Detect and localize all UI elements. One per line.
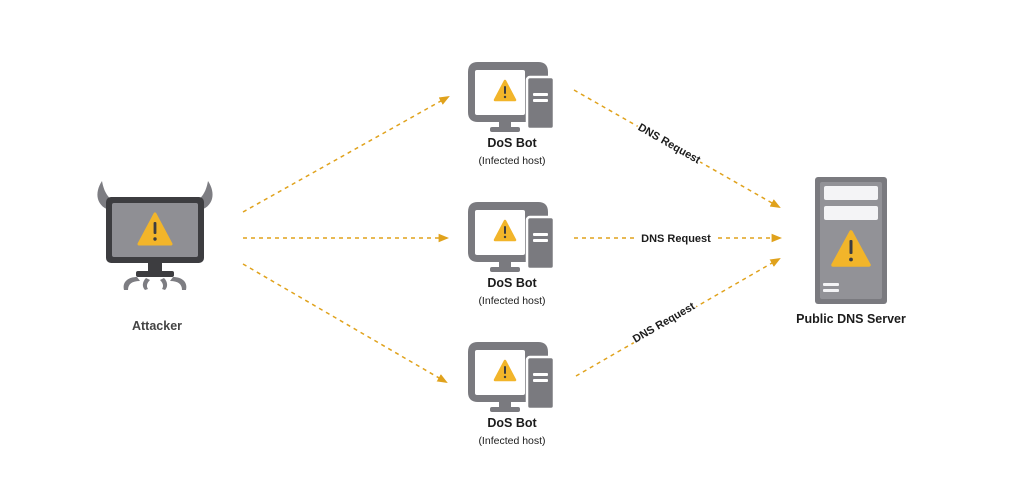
- arrow-attacker-to-bot-1: [242, 95, 450, 213]
- svg-text:DNS Request: DNS Request: [636, 122, 703, 167]
- bot-node-2: DoS Bot (Infected host): [468, 202, 556, 307]
- bot-title: DoS Bot: [487, 136, 537, 150]
- horned-monitor-warning-icon: [97, 181, 213, 290]
- bot-node-3: DoS Bot (Infected host): [468, 342, 556, 447]
- arrow-attacker-to-bot-3: [242, 263, 448, 384]
- request-label-3: DNS Request: [628, 297, 699, 348]
- warning-triangle-icon: [137, 212, 173, 246]
- warning-triangle-icon: [831, 230, 871, 267]
- svg-text:DNS Request: DNS Request: [641, 233, 711, 245]
- warning-triangle-icon: [493, 79, 517, 102]
- warning-triangle-icon: [493, 359, 517, 382]
- bot-subtitle: (Infected host): [478, 295, 545, 307]
- bot-title: DoS Bot: [487, 276, 537, 290]
- warning-triangle-icon: [493, 219, 517, 242]
- bot-title: DoS Bot: [487, 416, 537, 430]
- bot-subtitle: (Infected host): [478, 435, 545, 447]
- monitor-warning-icon: [468, 342, 556, 412]
- server-node: Public DNS Server: [796, 177, 906, 326]
- request-label-2: DNS Request: [638, 229, 714, 245]
- attacker-label: Attacker: [132, 319, 182, 333]
- monitor-warning-icon: [468, 202, 556, 272]
- attacker-node: Attacker: [97, 181, 213, 333]
- arrow-bot-3-to-server: [575, 257, 781, 377]
- svg-text:DNS Request: DNS Request: [631, 300, 698, 345]
- bot-subtitle: (Infected host): [478, 155, 545, 167]
- request-label-1: DNS Request: [634, 118, 705, 168]
- monitor-warning-icon: [468, 62, 556, 132]
- server-warning-icon: [815, 177, 887, 304]
- bot-node-1: DoS Bot (Infected host): [468, 62, 556, 167]
- server-label: Public DNS Server: [796, 312, 906, 326]
